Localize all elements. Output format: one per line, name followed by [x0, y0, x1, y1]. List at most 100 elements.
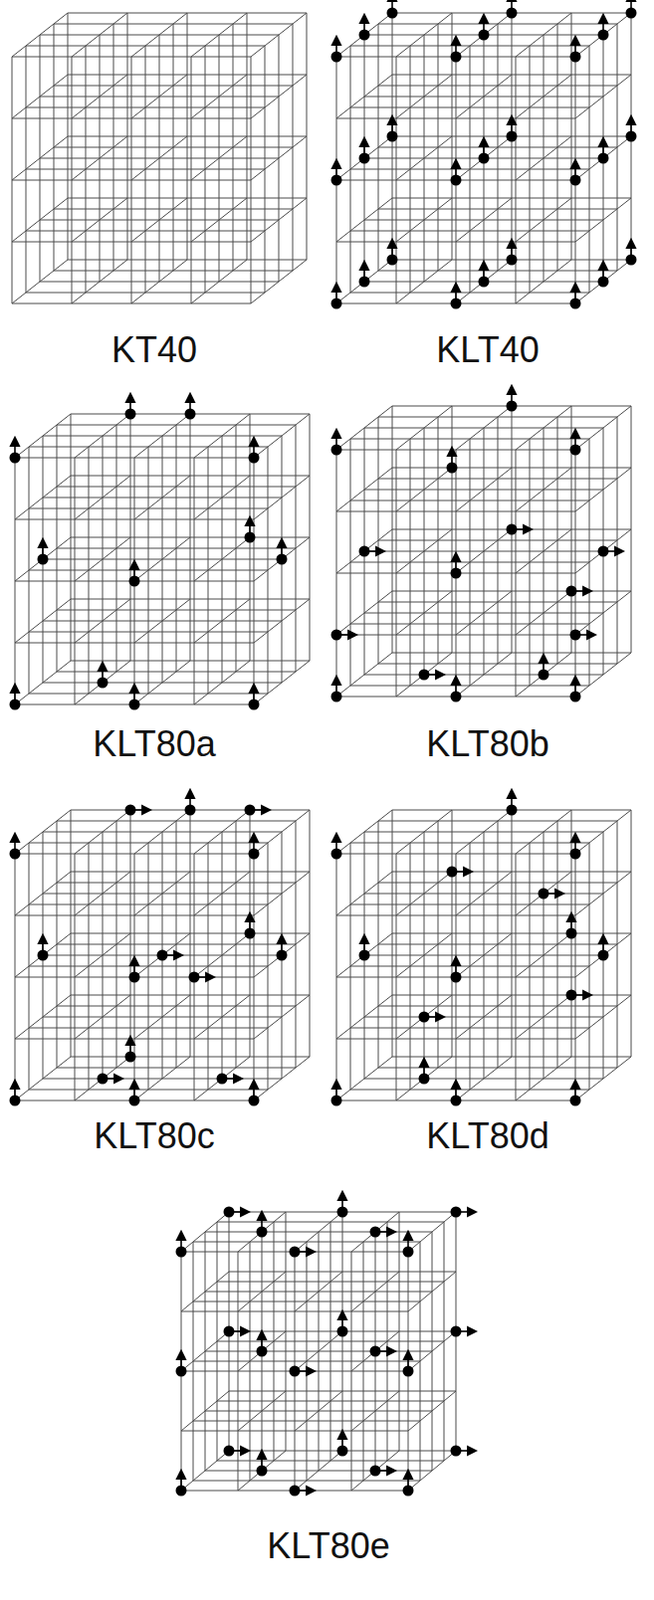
atom-dot — [244, 805, 256, 817]
structure-label: KLT40 — [436, 332, 539, 369]
atom-dot — [359, 29, 371, 41]
lattice-cube — [176, 1192, 477, 1498]
atom-dot — [370, 1227, 382, 1239]
atom-dot — [129, 972, 141, 984]
structure-label: KLT80a — [92, 726, 216, 763]
atom-dot — [419, 1074, 431, 1086]
atom-dot — [450, 1207, 462, 1219]
atom-dot — [450, 972, 462, 984]
atom-dot — [223, 1446, 235, 1458]
atom-dot — [276, 950, 288, 962]
atom-dot — [9, 1095, 21, 1107]
atom-dot — [337, 1207, 349, 1219]
lattice-lines — [14, 414, 310, 705]
atom-dot — [450, 175, 462, 187]
atom-dot — [570, 1095, 582, 1107]
atom-dot — [370, 1346, 382, 1358]
atom-dot — [419, 1012, 431, 1024]
atom-dot — [570, 849, 582, 861]
atom-dot — [256, 1227, 268, 1239]
atom-dot — [506, 254, 518, 266]
atom-dot — [248, 452, 260, 464]
atom-dot — [289, 1366, 301, 1378]
atom-dot — [331, 1095, 343, 1107]
atom-dot — [331, 630, 343, 642]
atom-dot — [129, 576, 141, 588]
atom-dot — [176, 1247, 188, 1259]
atom-dot — [9, 452, 21, 464]
atom-dot — [337, 1446, 349, 1458]
atom-dot — [248, 1095, 260, 1107]
atom-dot — [419, 669, 431, 681]
atom-dot — [276, 554, 288, 566]
atom-dot — [331, 849, 343, 861]
atom-dot — [387, 7, 399, 19]
lattice-cube — [331, 0, 638, 310]
atom-dot — [387, 131, 399, 143]
atom-dot — [450, 1326, 462, 1338]
atom-dot — [359, 276, 371, 288]
atom-dot — [359, 546, 371, 558]
atom-dot — [331, 298, 343, 310]
atom-dot — [450, 51, 462, 63]
atom-dot — [403, 1366, 415, 1378]
atom-dot — [570, 298, 582, 310]
atom-dot — [289, 1486, 301, 1498]
atom-dot — [129, 1095, 141, 1107]
atom-dot — [189, 972, 201, 984]
atom-dot — [185, 805, 197, 817]
atom-dot — [446, 867, 458, 878]
atom-dot — [125, 1052, 137, 1064]
lattice-cube — [9, 790, 311, 1107]
structure-label: KLT80e — [266, 1528, 390, 1565]
atom-dot — [97, 677, 109, 689]
atom-dot — [176, 1366, 188, 1378]
atom-dot — [566, 990, 578, 1002]
atom-dot — [125, 805, 137, 817]
atom-dot — [244, 928, 256, 940]
atom-dot — [403, 1247, 415, 1259]
atom-dot — [387, 254, 399, 266]
atom-dot — [223, 1207, 235, 1219]
atom-dot — [248, 849, 260, 861]
atom-dot — [506, 7, 518, 19]
structure-label: KLT80d — [426, 1118, 549, 1155]
atom-dot — [538, 669, 550, 681]
atom-dot — [598, 546, 610, 558]
atom-dot — [626, 254, 638, 266]
atom-dot — [256, 1466, 268, 1478]
lattice-cube — [9, 394, 311, 711]
atom-dot — [566, 928, 578, 940]
atom-dot — [185, 409, 197, 421]
atom-dot — [331, 175, 343, 187]
atom-dot — [570, 51, 582, 63]
atom-dot — [331, 444, 343, 456]
atom-dot — [626, 7, 638, 19]
atom-dot — [450, 1446, 462, 1458]
lattice-lines — [336, 406, 632, 697]
atom-dot — [446, 462, 458, 474]
lattice-cube — [331, 790, 633, 1107]
atom-dot — [598, 276, 610, 288]
atom-dot — [598, 950, 610, 962]
atom-dot — [506, 805, 518, 817]
lattice-lines — [181, 1212, 456, 1492]
lattice-cube — [11, 12, 307, 304]
atom-dot — [125, 409, 137, 421]
atom-dot — [97, 1074, 109, 1086]
atom-dot — [570, 630, 582, 642]
structure-label: KLT80c — [93, 1118, 215, 1155]
atom-dot — [359, 153, 371, 165]
lattice-cube — [331, 386, 633, 703]
atom-dot — [450, 568, 462, 580]
atom-dot — [450, 691, 462, 703]
atom-dot — [331, 691, 343, 703]
atom-dot — [9, 699, 21, 711]
atom-dot — [289, 1247, 301, 1259]
atom-dot — [244, 532, 256, 544]
lattice-lines — [336, 12, 632, 304]
lattice-lines — [336, 810, 632, 1101]
atom-dot — [478, 153, 490, 165]
atom-dot — [331, 51, 343, 63]
lattice-lines — [11, 12, 307, 304]
